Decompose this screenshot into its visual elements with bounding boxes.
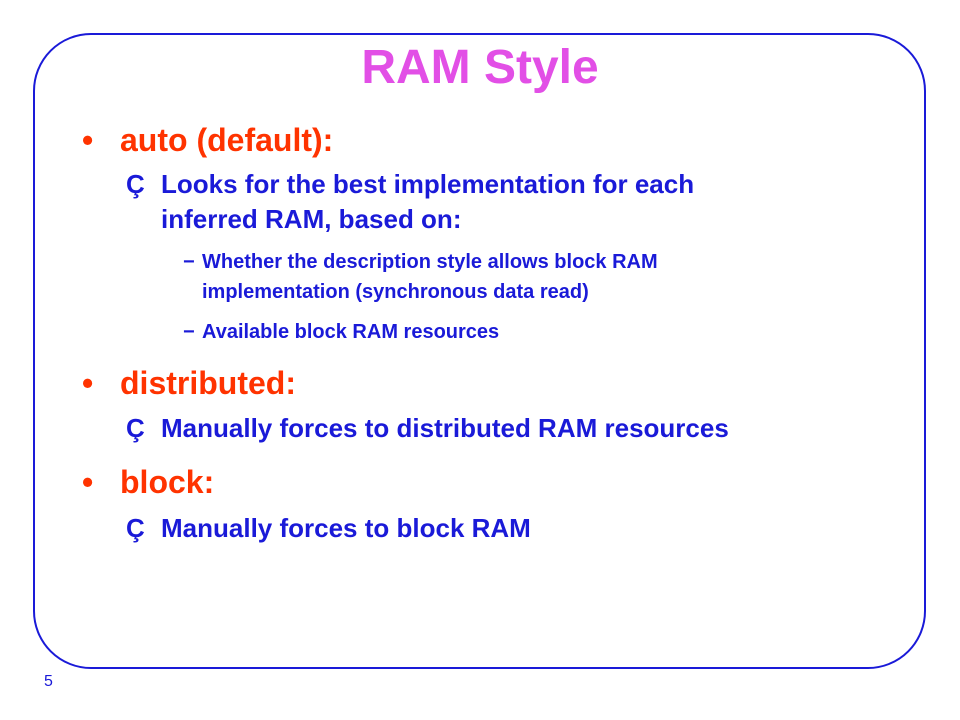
slide-title: RAM Style: [361, 41, 599, 94]
bullet-dot-icon: •: [82, 365, 94, 401]
subsubitem-line: implementation (synchronous data read): [202, 281, 589, 303]
subitem-marker-icon: Ç: [126, 513, 145, 543]
page-number: 5: [44, 673, 53, 690]
bullet-label: auto (default):: [120, 122, 334, 158]
bullet-label: distributed:: [120, 365, 296, 401]
bullet-label: block:: [120, 464, 215, 500]
dash-icon: −: [183, 321, 195, 343]
subsubitem-line: Whether the description style allows blo…: [202, 251, 658, 273]
subitem-marker-icon: Ç: [126, 169, 145, 199]
slide-frame: [33, 33, 926, 669]
bullet-dot-icon: •: [82, 122, 94, 158]
subsubitem-line: Available block RAM resources: [202, 321, 500, 343]
dash-icon: −: [183, 251, 195, 273]
subitem-line: Looks for the best implementation for ea…: [161, 169, 695, 199]
subitem-line: inferred RAM, based on:: [161, 204, 462, 234]
bullet-dot-icon: •: [82, 464, 94, 500]
subitem-line: Manually forces to block RAM: [161, 513, 531, 543]
subitem-marker-icon: Ç: [126, 413, 145, 443]
subitem-line: Manually forces to distributed RAM resou…: [161, 413, 729, 443]
